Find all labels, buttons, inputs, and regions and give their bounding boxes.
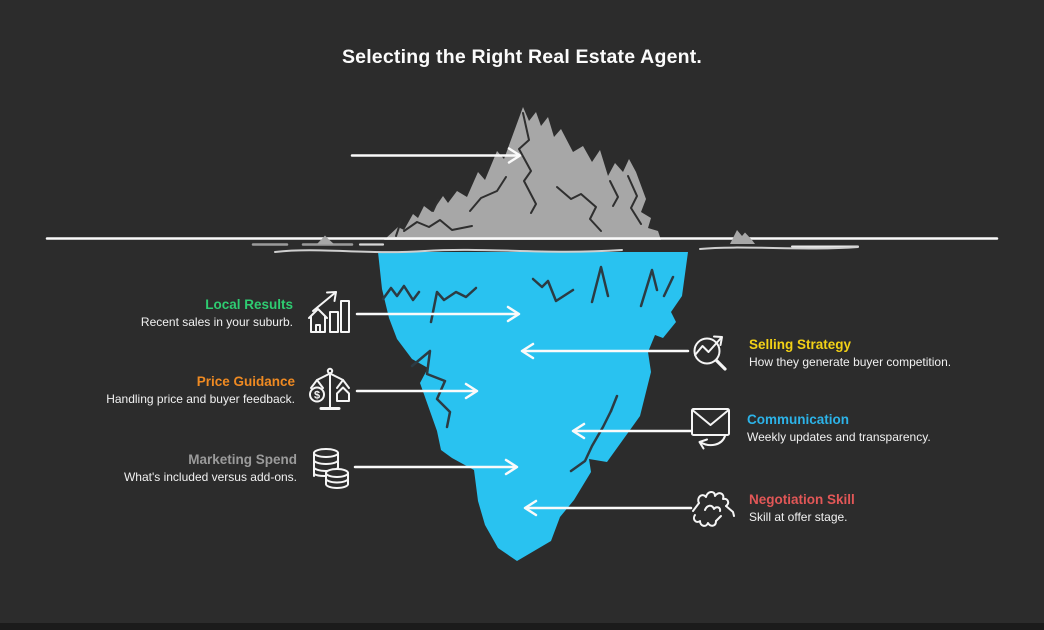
small-ice-floe-right [730,230,755,244]
iceberg-below-water [378,252,688,561]
handshake-icon [690,485,736,531]
callout-label: Marketing Spend [188,452,297,467]
callout-desc: How they generate buyer competition. [749,355,952,369]
iceberg-cracks-above [395,112,642,237]
iceberg-cracks-below [381,265,675,473]
callout-label: Local Results [205,297,293,312]
pointer-arrows [350,147,693,517]
callout-local-results: Local Results Recent sales in your subur… [141,289,352,337]
callout-selling-strategy: Selling Strategy How they generate buyer… [690,330,951,376]
callout-negotiation-skill: Negotiation Skill Skill at offer stage. [690,485,855,531]
callout-label: Negotiation Skill [749,492,855,507]
arrow-local-results [355,305,521,323]
callout-label: Price Guidance [196,374,295,389]
callout-communication: Communication Weekly updates and transpa… [690,405,931,451]
callout-desc: Weekly updates and transparency. [747,430,931,444]
arrow-marketing-spend [353,458,519,476]
arrow-to-iceberg-tip [350,147,522,164]
small-ice-floe-left [317,235,334,244]
water-wave [274,248,623,254]
arrow-communication [571,422,693,440]
bottom-border [0,623,1044,630]
callout-desc: Skill at offer stage. [749,510,848,524]
arrow-negotiation-skill [523,499,693,517]
callout-label: Communication [747,412,850,427]
arrow-price-guidance [355,382,479,400]
callout-desc: Handling price and buyer feedback. [106,392,295,406]
magnifier-trend-icon [690,330,736,376]
arrow-selling-strategy [520,342,690,360]
waterline [45,230,999,254]
iceberg-above-water [384,107,661,240]
svg-text:$: $ [314,390,320,402]
callout-marketing-spend: Marketing Spend What's included versus a… [124,444,352,492]
page-title: Selecting the Right Real Estate Agent. [341,46,703,68]
callout-price-guidance: Price Guidance Handling price and buyer … [106,367,352,413]
house-growth-chart-icon [306,289,352,337]
balance-scale-icon: $ [308,367,352,413]
envelope-reply-icon [690,405,734,451]
callout-desc: Recent sales in your suburb. [140,315,293,329]
coin-stacks-icon [310,444,352,492]
water-wave [699,246,859,250]
callout-desc: What's included versus add-ons. [123,470,297,484]
callout-label: Selling Strategy [749,337,852,352]
